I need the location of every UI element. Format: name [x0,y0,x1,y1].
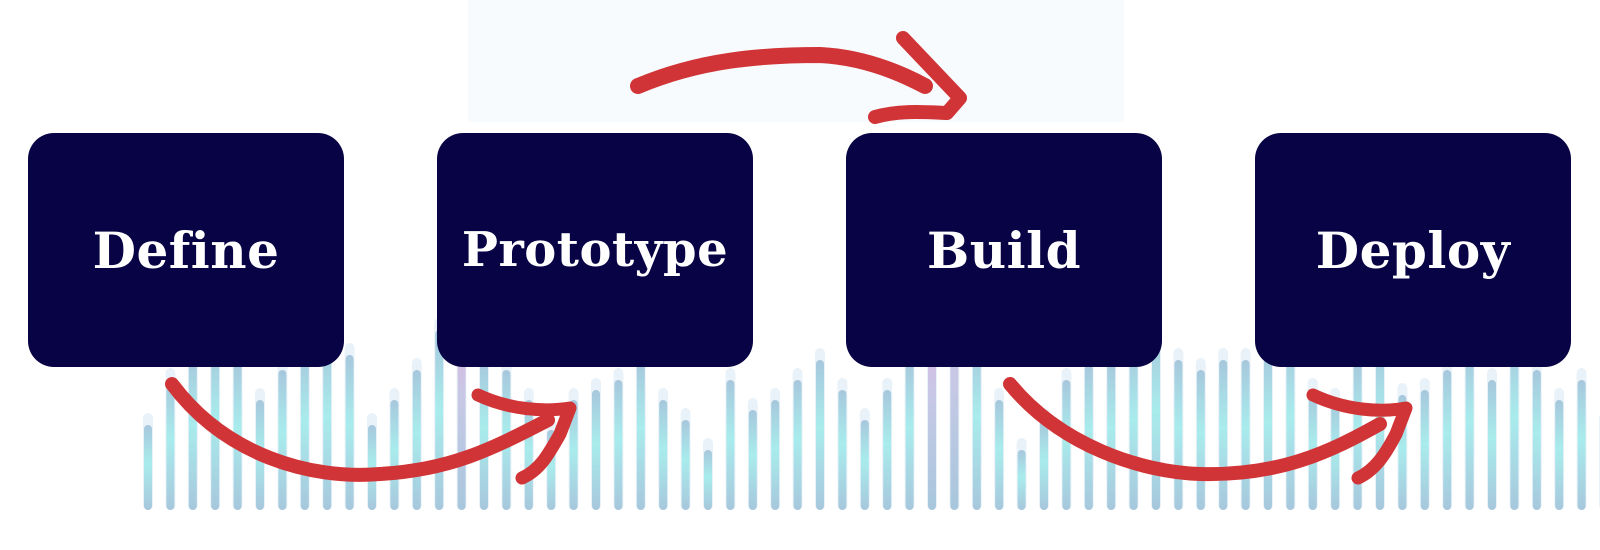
wave-bar [1577,380,1586,510]
wave-bar [1040,420,1048,510]
wave-bar [390,400,399,510]
wave-bar [592,390,600,510]
step-build-label: Build [926,220,1082,280]
wave-bar [1017,450,1026,510]
arrow-build-to-deploy [1003,377,1413,485]
step-deploy-label: Deploy [1315,220,1511,280]
wave-bar [166,380,175,510]
wave-bar [1510,340,1519,510]
wave-bar [569,400,578,510]
wave-bar [1488,380,1496,510]
arrow-define-to-prototype [165,377,577,485]
wave-bar [144,425,152,510]
step-deploy: Deploy [1255,133,1571,367]
wave-bar [1107,360,1116,510]
step-define-label: Define [92,220,280,280]
wave-bar [816,360,824,510]
wave-bar [1555,400,1564,510]
wave-bar [793,380,802,510]
wave-bar [636,360,645,510]
wave-bar [860,420,869,510]
wave-bar [748,410,757,510]
wave-bar [972,340,981,510]
step-prototype-label: Prototype [461,222,729,278]
wave-bar [659,400,668,510]
wave-bar [1465,350,1474,510]
wave-bar [905,360,914,510]
wave-bar [681,420,690,510]
wave-bar [278,370,287,510]
wave-bar [368,425,376,510]
step-prototype: Prototype [437,133,753,367]
arrow-prototype-to-build [630,31,967,124]
wave-bar [1532,370,1541,510]
wave-bar [188,355,197,510]
wave-bar [1084,365,1093,510]
wave-bar [838,390,847,510]
wave-bar [995,400,1004,510]
wave-bar [1331,400,1340,510]
wave-bar [614,380,623,510]
wave-bar [1062,380,1071,510]
wave-bar [1420,390,1429,510]
wave-bar [704,450,712,510]
step-define: Define [28,133,344,367]
step-build: Build [846,133,1162,367]
wave-bar [1443,370,1452,510]
wave-bar [771,400,780,510]
wave-bar [883,390,892,510]
wave-bar [726,380,735,510]
